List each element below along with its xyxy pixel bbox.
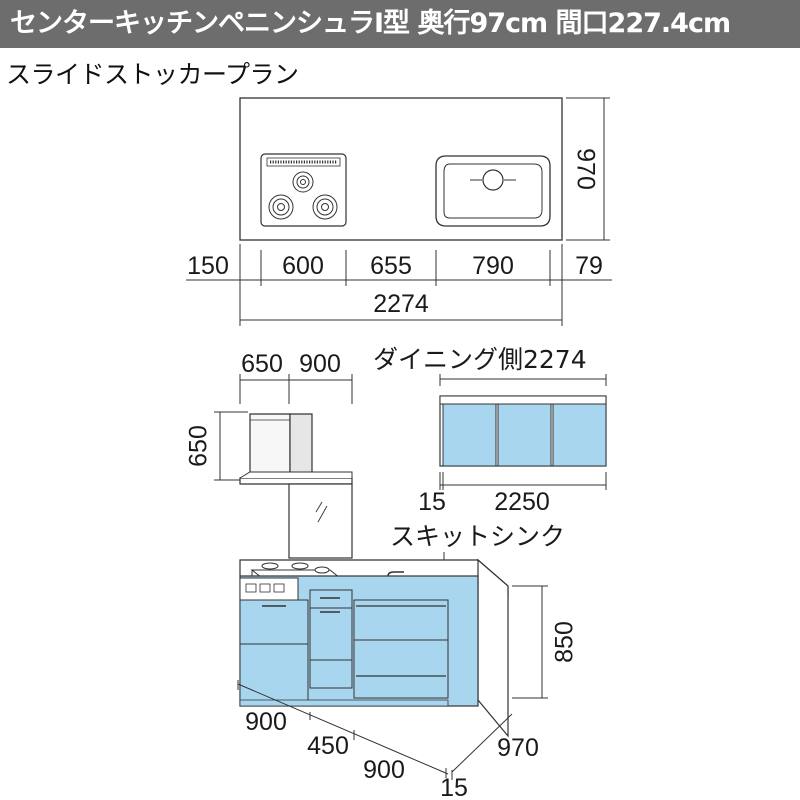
hood-dim-650: 650 — [241, 350, 283, 378]
cabinet-dim-900-left: 900 — [245, 708, 287, 736]
middle-drawer-3 — [309, 659, 353, 689]
sink-label: スキットシンク — [390, 522, 565, 551]
right-drawer-1 — [353, 599, 449, 641]
title-bar: センターキッチンペニンシュラI型 奥行97cm 間口227.4cm — [0, 0, 800, 48]
plan-view: 970 150 600 655 790 79 2274 — [186, 97, 612, 326]
right-drawer-2 — [353, 639, 449, 699]
main-cabinet: スキットシンク — [237, 522, 579, 800]
dining-dim-15: 15 — [418, 488, 446, 516]
dining-panel-3 — [552, 403, 607, 467]
plan-depth-dim: 970 — [571, 148, 599, 190]
cabinet-depth-dim: 970 — [497, 734, 539, 762]
dining-panel-2 — [497, 403, 552, 467]
sink-icon — [435, 155, 551, 227]
plan-total-width: 2274 — [373, 290, 429, 318]
page-title: センターキッチンペニンシュラI型 奥行97cm 間口227.4cm — [10, 8, 731, 39]
dining-side-label: ダイニング側2274 — [373, 345, 587, 374]
plan-dim-600: 600 — [282, 252, 324, 280]
plan-dim-655: 655 — [370, 252, 412, 280]
dining-side-view: ダイニング側2274 15 2250 — [373, 345, 607, 516]
plan-dim-79: 79 — [575, 252, 603, 280]
cabinet-dim-900-right: 900 — [363, 756, 405, 784]
range-hood: 650 900 650 — [185, 350, 353, 559]
plan-dim-150: 150 — [187, 252, 229, 280]
cabinet-dim-450: 450 — [307, 732, 349, 760]
dining-dim-2250: 2250 — [494, 488, 550, 516]
plan-dim-790: 790 — [472, 252, 514, 280]
left-drawer-1 — [239, 599, 309, 645]
hood-dim-900: 900 — [299, 350, 341, 378]
cooktop-icon — [260, 153, 347, 227]
middle-drawer-1 — [309, 589, 353, 609]
plan-subtitle: スライドストッカープラン — [6, 60, 299, 89]
hood-height-dim: 650 — [185, 425, 213, 467]
cabinet-height-dim: 850 — [551, 621, 579, 663]
left-drawer-2 — [239, 643, 309, 705]
dining-panel-1 — [442, 403, 497, 467]
middle-drawer-2 — [309, 607, 353, 661]
cabinet-dim-15: 15 — [440, 774, 468, 800]
